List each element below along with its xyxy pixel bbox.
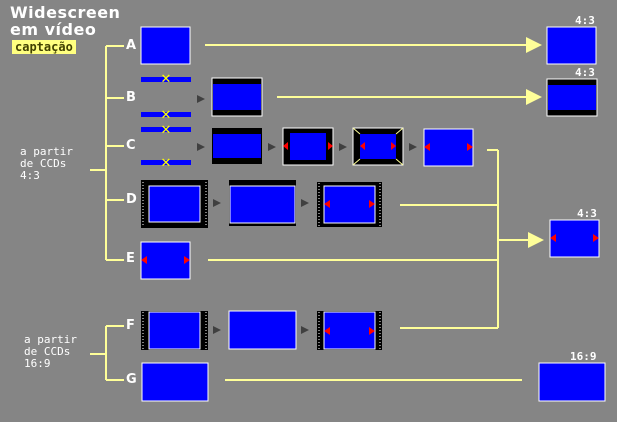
svg-text:✕: ✕ [161, 108, 172, 123]
svg-text:✕: ✕ [161, 123, 172, 138]
row-cdef-output-screen [549, 219, 600, 258]
row-label-d: D [126, 192, 137, 207]
row-c-sensor-bars: ✕ ✕ [141, 123, 191, 171]
row-label-b: B [126, 90, 136, 105]
bracket-43 [90, 45, 124, 261]
output-ratio-g: 16:9 [570, 350, 597, 363]
row-label-c: C [126, 138, 136, 153]
row-label-g: G [126, 372, 137, 387]
diagram-title-line2: em vídeo [10, 20, 97, 39]
source-label-43: a partir de CCDs 4:3 [20, 145, 73, 182]
row-a-output-screen [546, 26, 597, 65]
row-b-sensor-bars: ✕ ✕ [141, 72, 191, 123]
bracket-169 [90, 325, 124, 381]
row-label-e: E [126, 251, 135, 266]
row-e-screen [140, 241, 191, 280]
output-ratio-a: 4:3 [575, 14, 595, 27]
row-f-frame-2 [228, 310, 297, 350]
row-g-output-screen [538, 362, 606, 402]
row-b-arrow [197, 95, 205, 103]
svg-text:✕: ✕ [161, 156, 172, 171]
output-ratio-b: 4:3 [575, 66, 595, 79]
svg-text:✕: ✕ [161, 72, 172, 87]
diagram-title-line1: Widescreen [10, 3, 121, 22]
capture-badge: captação [12, 40, 76, 54]
row-a-source-screen [140, 26, 191, 65]
source-label-169: a partir de CCDs 16:9 [24, 333, 77, 370]
row-label-f: F [126, 318, 135, 333]
row-label-a: A [126, 38, 137, 53]
row-g-source-screen [141, 362, 209, 402]
output-ratio-cdef: 4:3 [577, 207, 597, 220]
row-c-frame-4 [423, 128, 474, 167]
